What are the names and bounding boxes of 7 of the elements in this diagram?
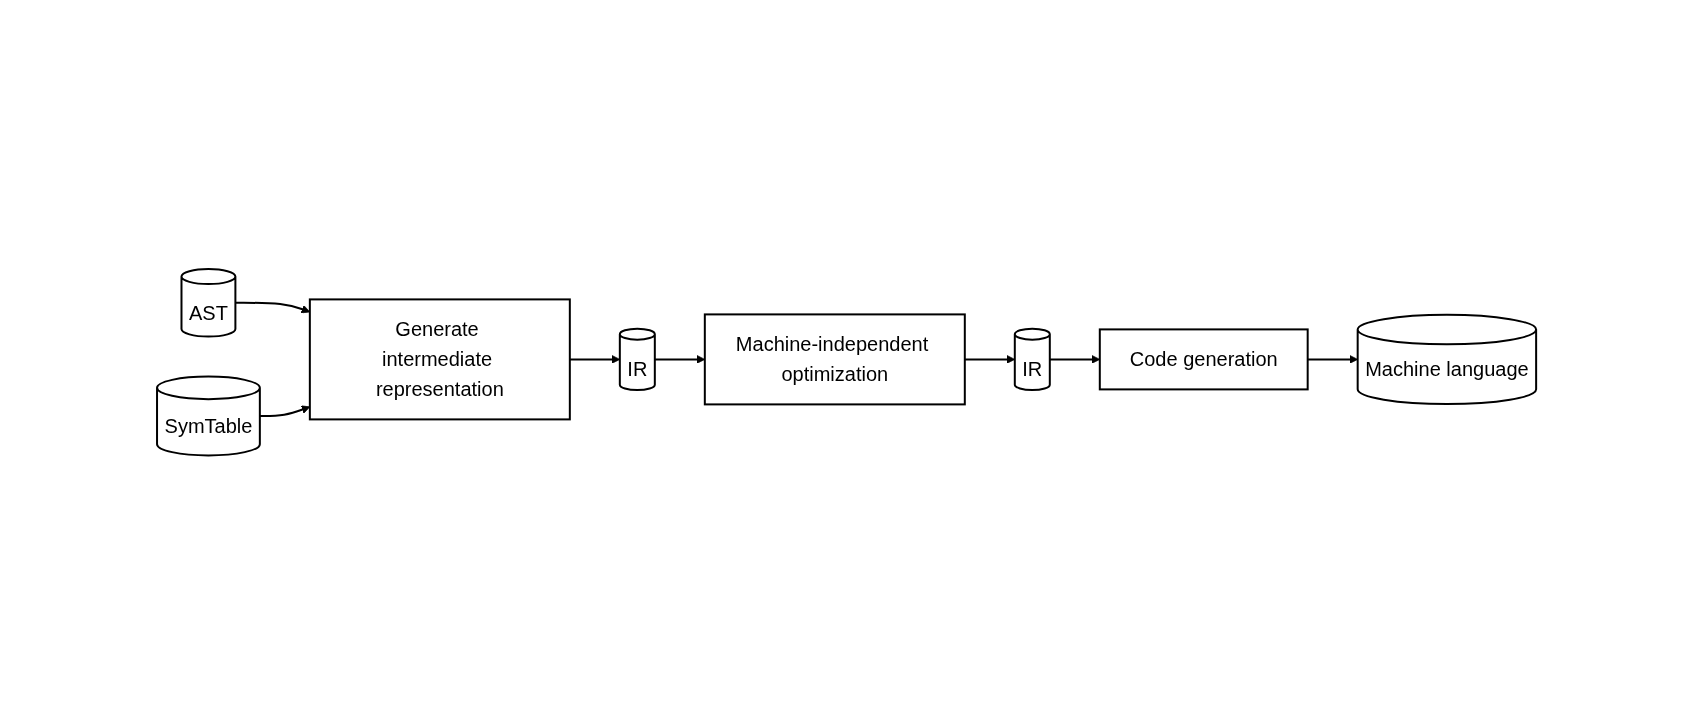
arrow — [234, 302, 311, 314]
arrow — [1049, 355, 1101, 365]
node-box: Machine-independent optimization — [704, 313, 967, 406]
node-box: Code generation — [1099, 328, 1310, 391]
arrow — [259, 405, 311, 418]
arrow — [654, 355, 706, 365]
node-box: Generate intermediate representation — [309, 298, 572, 421]
